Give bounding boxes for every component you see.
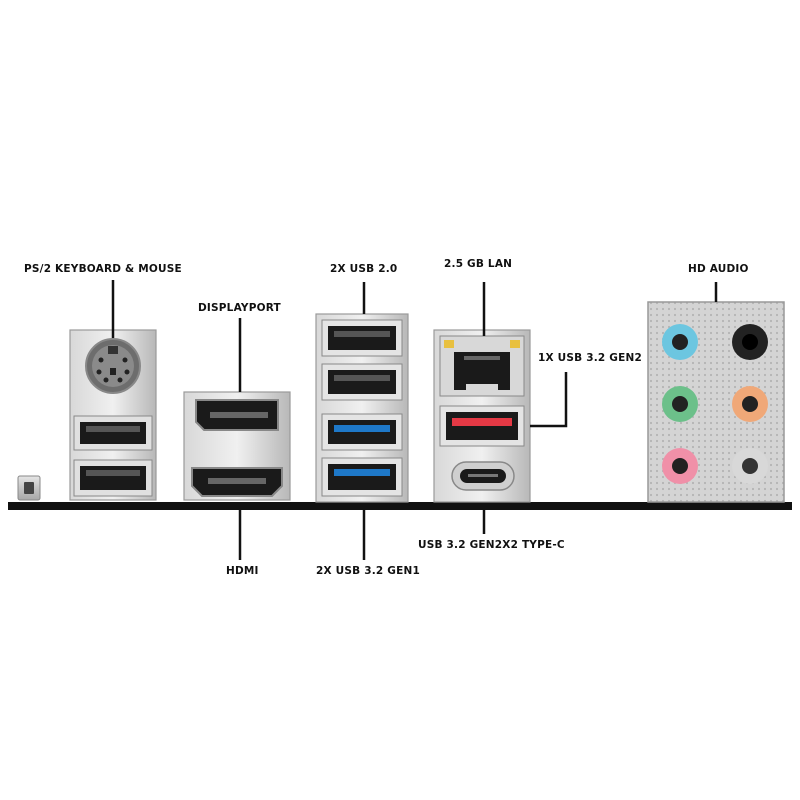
audio-jack-icon <box>732 448 768 484</box>
ps2-connector-icon <box>85 338 141 394</box>
leader-usb32gen2 <box>530 372 568 428</box>
usb-type-c-port-icon <box>451 461 515 491</box>
label-usb32gen2: 1X USB 3.2 GEN2 <box>538 352 642 364</box>
usb-a-port-icon <box>321 413 403 451</box>
usb-a-port-icon <box>321 457 403 497</box>
usb-a-port-icon <box>321 363 403 401</box>
lan-usb-typec-stack <box>433 329 531 503</box>
label-hdmi: HDMI <box>226 565 259 577</box>
usb-a-port-icon <box>321 319 403 357</box>
audio-jack-icon <box>732 324 768 360</box>
hd-audio-panel <box>647 301 785 503</box>
displayport-connector-icon <box>195 399 279 431</box>
clear-cmos-button-icon <box>17 475 41 501</box>
rj45-lan-port-icon <box>439 335 525 397</box>
label-usb32gen1: 2X USB 3.2 GEN1 <box>316 565 420 577</box>
usb-a-port-icon <box>73 415 153 451</box>
usb-quad-stack <box>315 313 409 503</box>
io-shield-base-line <box>8 502 792 510</box>
ps2-usb-stack <box>69 329 157 501</box>
label-audio: HD AUDIO <box>688 263 749 275</box>
hdmi-connector-icon <box>191 467 283 497</box>
leader-lines <box>111 280 718 560</box>
usb-a-port-icon <box>73 459 153 497</box>
label-displayport: DISPLAYPORT <box>198 302 281 314</box>
usb-a-port-icon <box>439 405 525 447</box>
audio-jack-icon <box>662 448 698 484</box>
displayport-hdmi-stack <box>183 391 291 501</box>
audio-jack-icon <box>662 324 698 360</box>
label-ps2: PS/2 KEYBOARD & MOUSE <box>24 263 182 275</box>
label-lan: 2.5 GB LAN <box>444 258 513 270</box>
label-typec: USB 3.2 GEN2X2 TYPE-C <box>418 539 565 551</box>
label-usb20: 2X USB 2.0 <box>330 263 398 275</box>
audio-jack-icon <box>732 386 768 422</box>
audio-jack-icon <box>662 386 698 422</box>
